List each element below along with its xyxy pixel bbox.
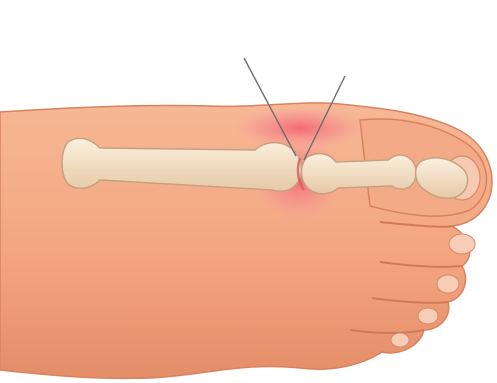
callout-inflamed-zone — [150, 14, 300, 60]
callout-crystal-deposits — [305, 14, 435, 76]
toenail-2 — [449, 234, 475, 254]
toenail-4 — [418, 308, 438, 324]
toenail-5 — [391, 333, 409, 347]
toenail-3 — [437, 275, 459, 293]
